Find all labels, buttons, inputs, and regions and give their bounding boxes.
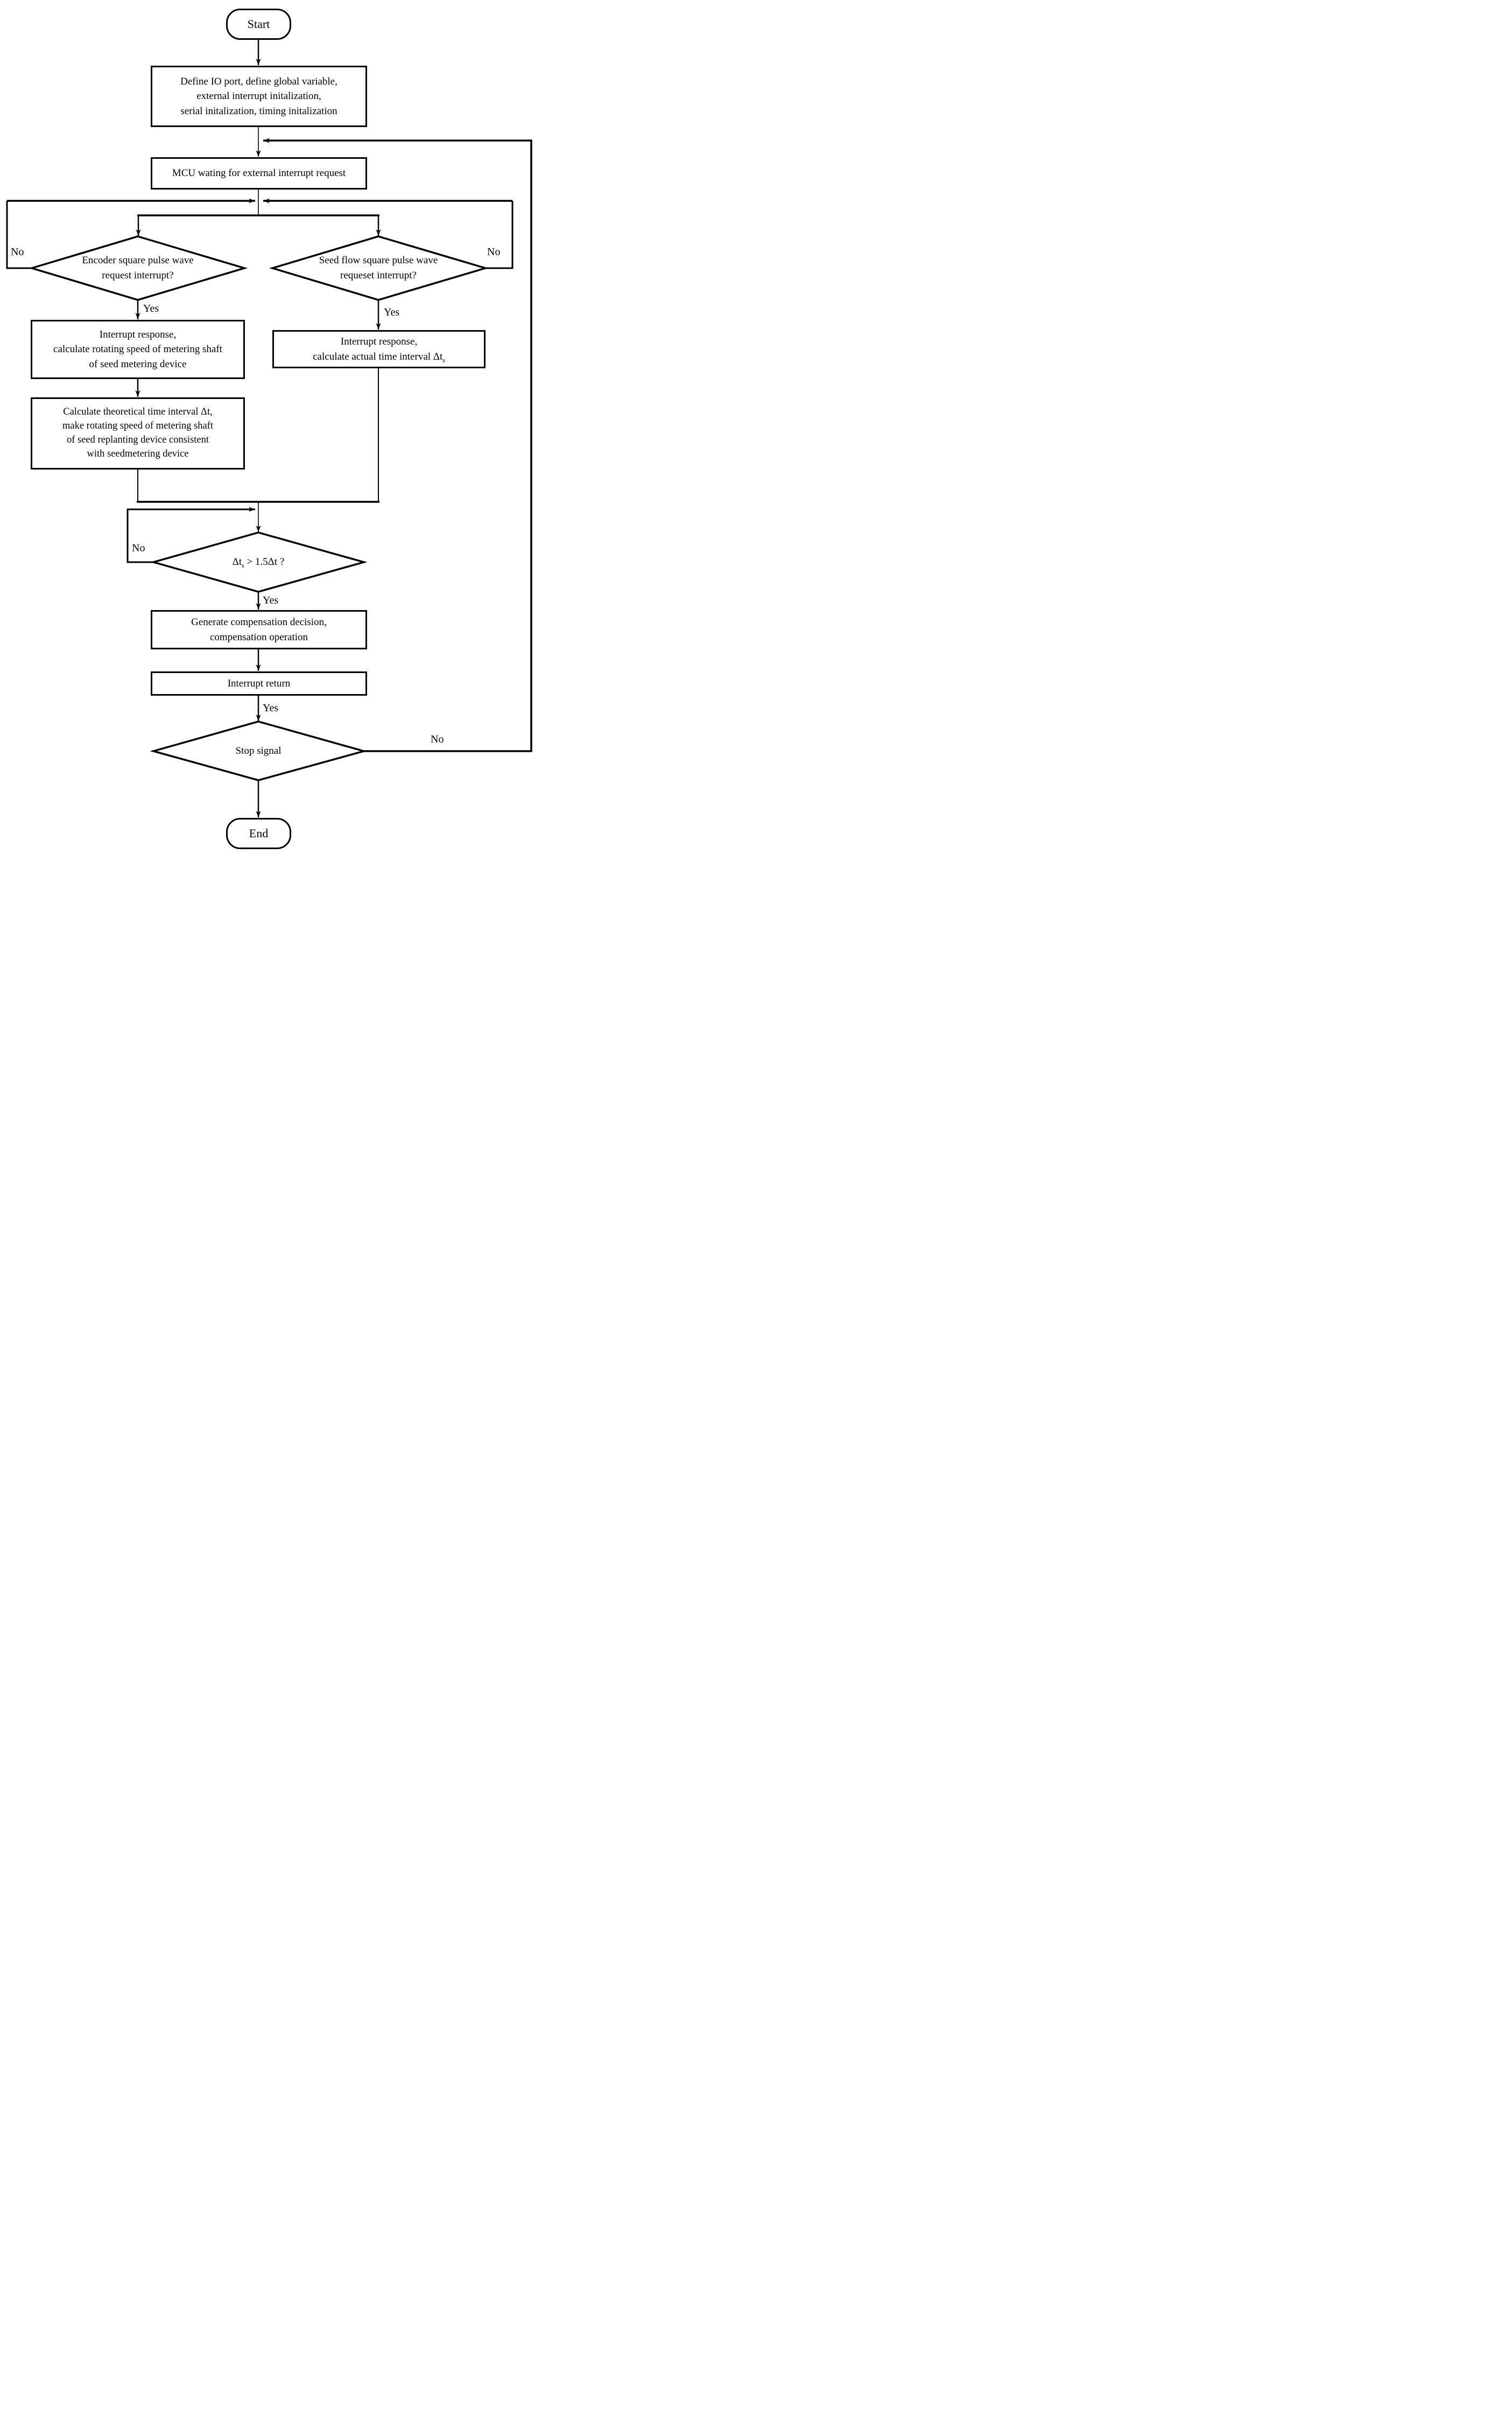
interval-decision-shape: [150, 531, 368, 593]
label-encoder-no: No: [11, 246, 24, 258]
encoder-response-box: Interrupt response, calculate rotating s…: [31, 320, 245, 379]
calc-theoretical-box: Calculate theoretical time interval Δt, …: [31, 397, 245, 470]
seedflow-decision-shape: [269, 235, 489, 301]
flow-end-node: End: [226, 818, 291, 849]
label-interval-no: No: [132, 542, 145, 554]
flow-connectors: [6, 39, 532, 817]
delta-t-subscript: s: [442, 356, 445, 364]
stop-decision-diamond: Stop signal: [235, 745, 282, 757]
label-seedflow-yes: Yes: [384, 306, 400, 318]
label-seedflow-no: No: [487, 246, 501, 258]
label-encoder-yes: Yes: [143, 303, 159, 314]
delta-ts-subscript: s: [242, 562, 244, 569]
seedflow-decision-diamond: Seed flow square pulse wave requeset int…: [319, 254, 438, 282]
label-interval-yes: Yes: [263, 594, 279, 606]
interrupt-return-box: Interrupt return: [151, 671, 367, 696]
init-process-box: Define IO port, define global variable, …: [151, 66, 367, 127]
seedflow-response-text: Interrupt response, calculate actual tim…: [313, 335, 445, 364]
flow-start-node: Start: [226, 9, 291, 40]
interval-decision-diamond: Δts > 1.5Δt ?: [178, 545, 339, 579]
flowchart-canvas: Start Define IO port, define global vari…: [0, 0, 538, 858]
label-stop-no: No: [431, 733, 444, 745]
encoder-decision-diamond: Encoder square pulse wave request interr…: [82, 254, 194, 282]
seedflow-response-box: Interrupt response, calculate actual tim…: [272, 330, 486, 368]
interval-decision-text: Δts > 1.5Δt ?: [232, 556, 285, 569]
encoder-decision-shape: [28, 235, 248, 301]
stop-decision-shape: [150, 720, 368, 781]
mcu-wait-box: MCU wating for external interrupt reques…: [151, 157, 367, 190]
label-return-yes: Yes: [263, 702, 279, 714]
compensation-box: Generate compensation decision, compensa…: [151, 610, 367, 649]
